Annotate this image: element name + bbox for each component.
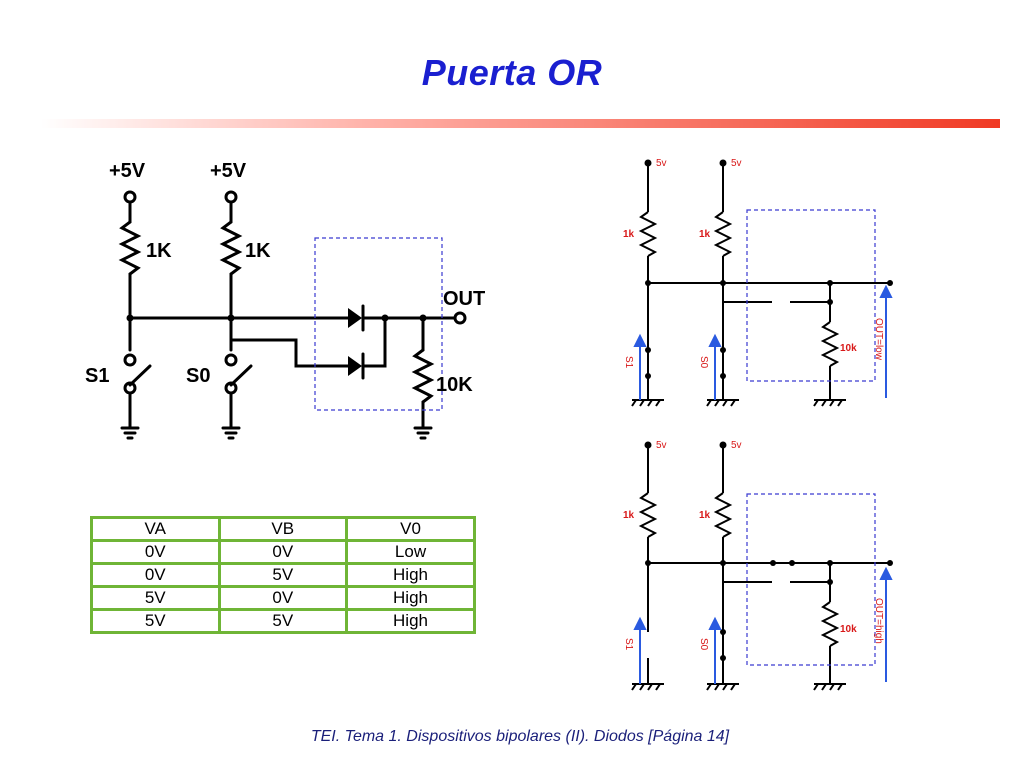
bottom-right-schematic	[631, 445, 890, 691]
bottom-supply-label-2: 5v	[731, 440, 742, 451]
footer-caption: TEI. Tema 1. Dispositivos bipolares (II)…	[310, 728, 730, 745]
switch-1-top-terminal	[123, 353, 137, 367]
load-resistor-label: 10K	[436, 374, 473, 396]
load-resistor-symbol	[411, 348, 435, 404]
table-cell: 0V	[90, 539, 221, 565]
top-resistor-1	[638, 211, 658, 257]
bottom-output-state: OUT=high	[873, 598, 884, 644]
page-title: Puerta OR	[421, 52, 603, 93]
top-output-state: OUT=low	[873, 318, 884, 361]
table-row: 5V 5V High	[90, 608, 476, 634]
header-cell: VB	[217, 516, 349, 542]
top-resistor-label-2: 1k	[699, 229, 711, 240]
table-cell: 0V	[217, 585, 349, 611]
left-schematic	[118, 190, 467, 440]
table-header-row: VA VB V0	[90, 516, 476, 542]
junction-dot	[419, 314, 427, 322]
bottom-resistor-1	[638, 492, 658, 538]
table-cell: Low	[345, 539, 476, 565]
junction-dot	[227, 314, 235, 322]
bottom-load-resistor	[820, 601, 840, 647]
top-supply-label-2: 5v	[731, 158, 742, 169]
resistor-label-2: 1K	[245, 240, 271, 262]
header-cell: V0	[345, 516, 476, 542]
top-switch-label-1: S1	[623, 356, 634, 369]
bottom-resistor-label-1: 1k	[623, 510, 635, 521]
gate-box	[314, 237, 443, 411]
table-cell: 0V	[90, 562, 221, 588]
table-cell: 5V	[90, 585, 221, 611]
top-supply-label-1: 5v	[656, 158, 667, 169]
table-cell: 5V	[90, 608, 221, 634]
bottom-gate-box	[746, 493, 876, 666]
table-cell: High	[345, 562, 476, 588]
top-load-resistor-label: 10k	[840, 343, 857, 354]
switch-2-top-terminal	[224, 353, 238, 367]
top-load-resistor	[820, 321, 840, 367]
junction-dot	[126, 314, 134, 322]
diode-1-symbol	[348, 308, 362, 328]
title-underline	[40, 119, 1000, 128]
resistor-2-symbol	[219, 220, 243, 276]
table-cell: High	[345, 608, 476, 634]
header-cell: VA	[90, 516, 221, 542]
top-resistor-label-1: 1k	[623, 229, 635, 240]
resistor-label-1: 1K	[146, 240, 172, 262]
supply-label-2: +5V	[210, 160, 247, 182]
bottom-load-resistor-label: 10k	[840, 624, 857, 635]
top-gate-box	[746, 209, 876, 382]
output-terminal	[453, 311, 467, 325]
bottom-supply-label-1: 5v	[656, 440, 667, 451]
supply-label-1: +5V	[109, 160, 146, 182]
diode-2-symbol	[348, 356, 362, 376]
table-cell: 0V	[217, 539, 349, 565]
truth-table: VA VB V0 0V 0V Low 0V 5V High 5V 0V High…	[90, 516, 476, 634]
table-row: 5V 0V High	[90, 585, 476, 611]
bottom-resistor-label-2: 1k	[699, 510, 711, 521]
switch-1-blade	[128, 364, 152, 387]
switch-label-1: S1	[85, 365, 109, 387]
junction-dot	[381, 314, 389, 322]
bottom-resistor-2	[713, 492, 733, 538]
table-cell: 5V	[217, 562, 349, 588]
top-resistor-2	[713, 211, 733, 257]
table-cell: 5V	[217, 608, 349, 634]
table-cell: High	[345, 585, 476, 611]
switch-2-blade	[229, 364, 253, 387]
table-row: 0V 0V Low	[90, 539, 476, 565]
switch-label-2: S0	[186, 365, 210, 387]
top-right-schematic	[631, 163, 890, 407]
top-switch-label-2: S0	[698, 356, 709, 369]
resistor-1-symbol	[118, 220, 142, 276]
bottom-switch-label-2: S0	[698, 638, 709, 651]
output-label: OUT	[443, 288, 485, 310]
table-row: 0V 5V High	[90, 562, 476, 588]
bottom-switch-label-1: S1	[623, 638, 634, 651]
